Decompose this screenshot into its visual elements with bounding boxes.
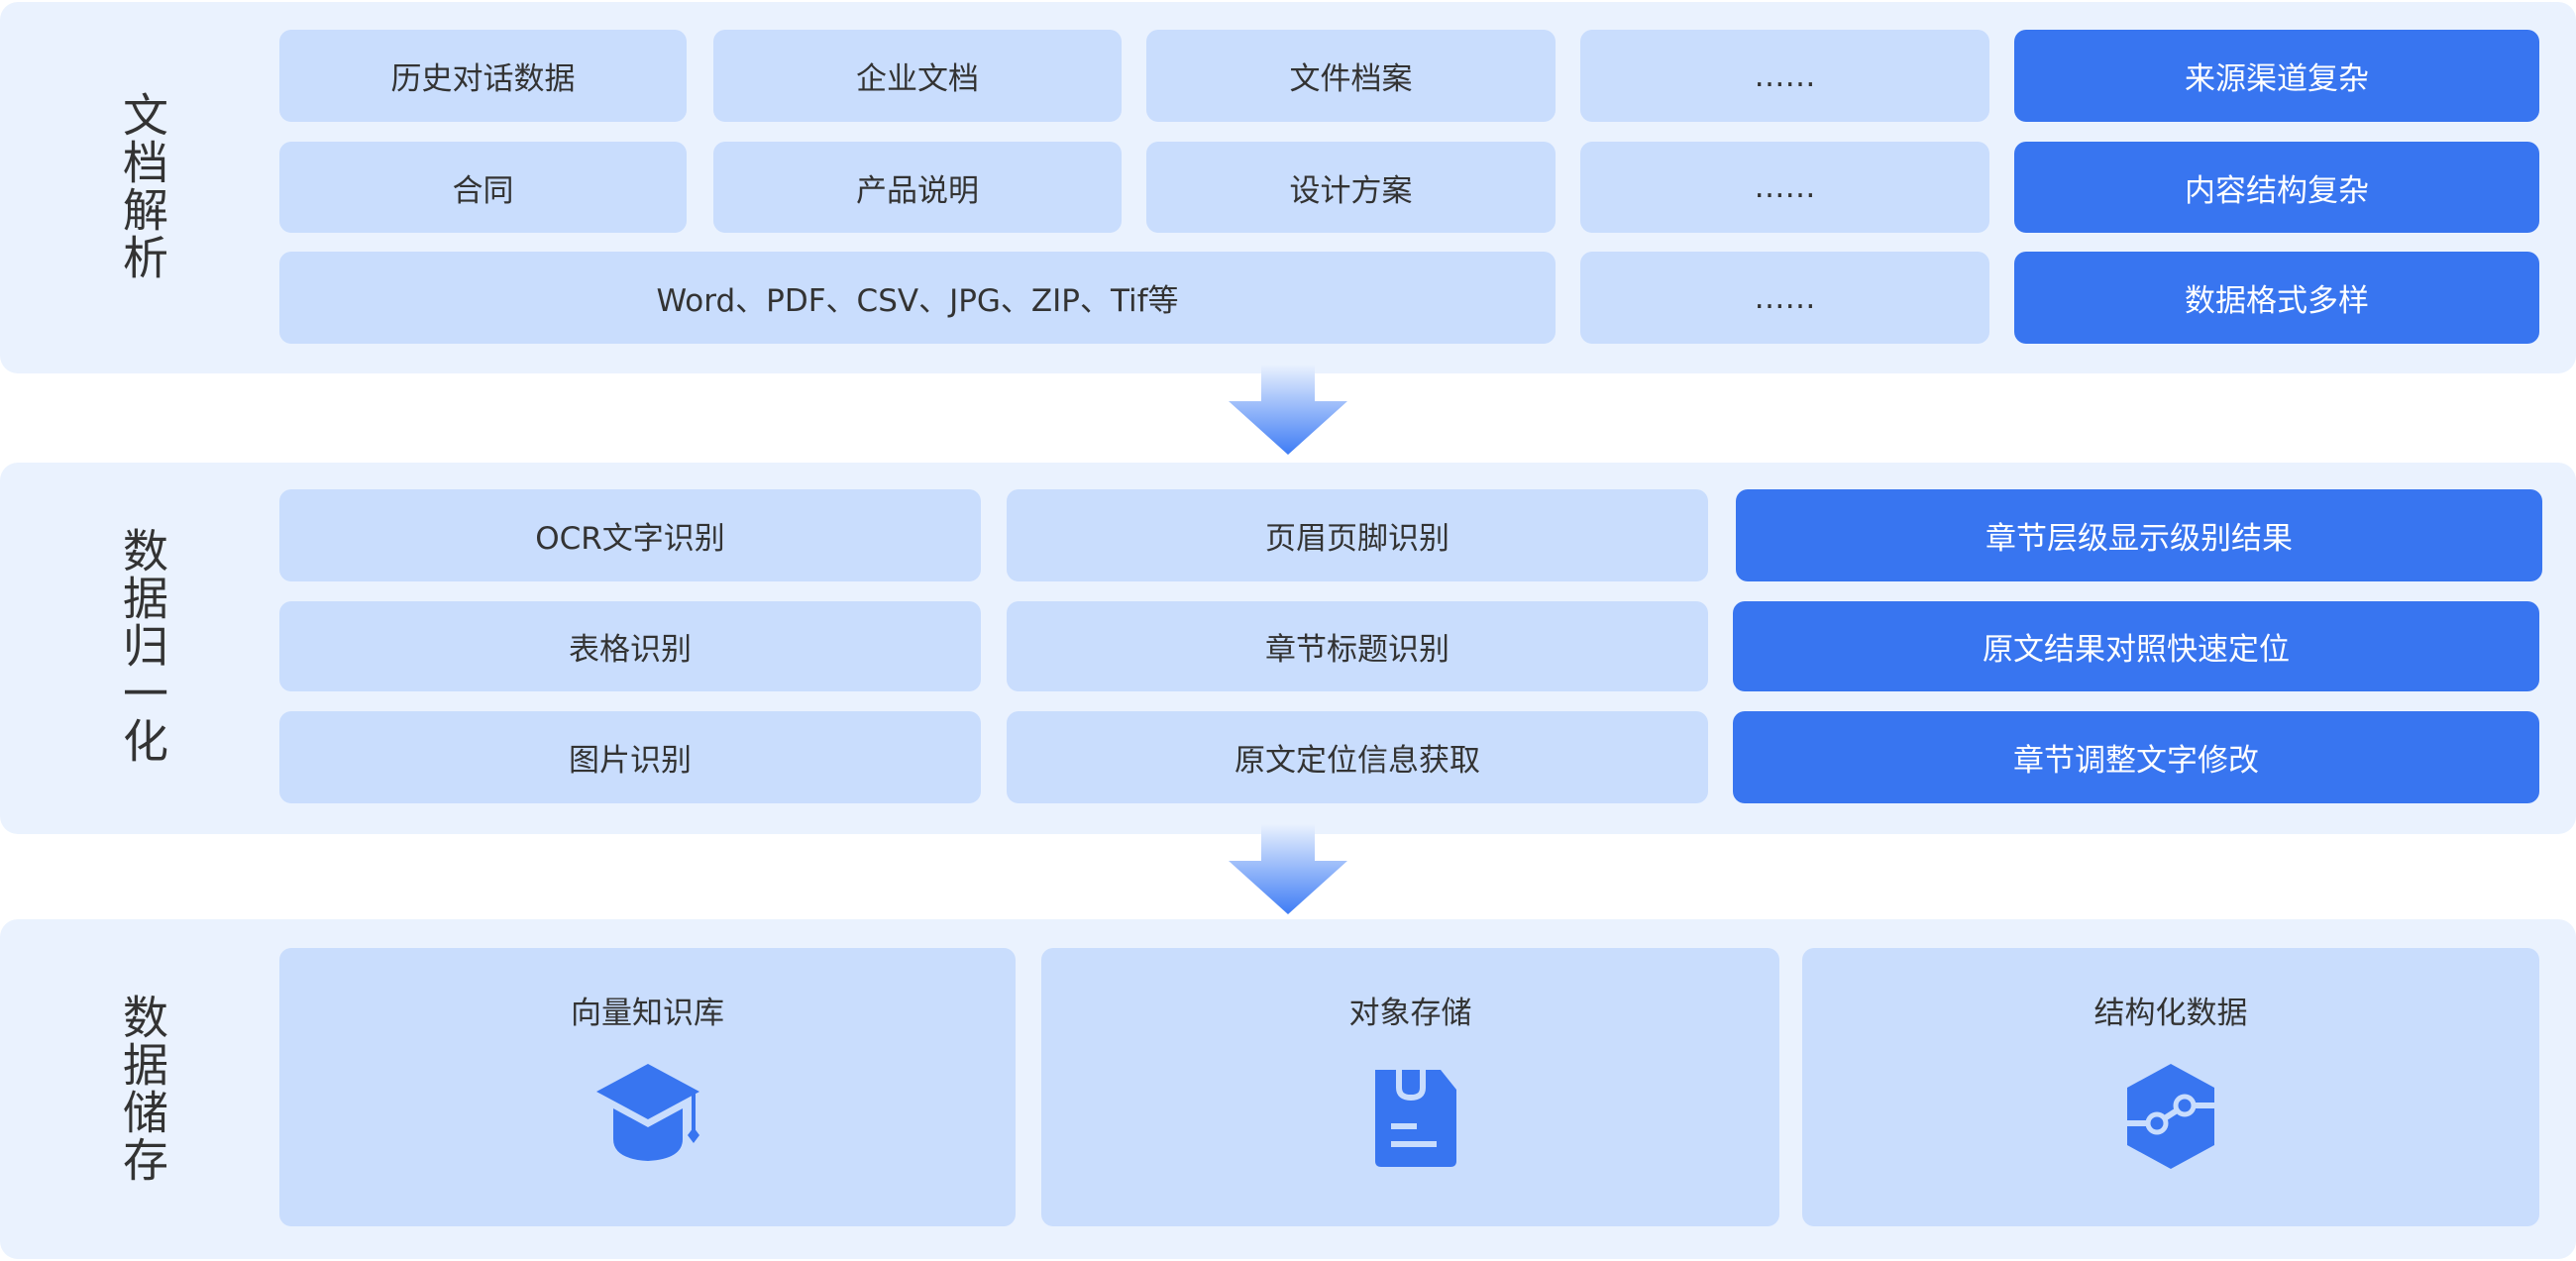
recognition-item: 图片识别 bbox=[279, 711, 981, 803]
section-label: 文档解析 bbox=[116, 91, 169, 281]
recognition-item: 表格识别 bbox=[279, 601, 981, 691]
recognition-item: 页眉页脚识别 bbox=[1007, 489, 1708, 581]
challenge-item: 来源渠道复杂 bbox=[2014, 30, 2539, 122]
doc-type-item: 产品说明 bbox=[713, 142, 1122, 233]
source-item: 历史对话数据 bbox=[279, 30, 687, 122]
source-item-more: …… bbox=[1580, 30, 1989, 122]
storage-label: 向量知识库 bbox=[571, 996, 724, 1031]
storage-card-object-storage: 对象存储 bbox=[1041, 948, 1779, 1226]
section-label: 数据储存 bbox=[116, 994, 169, 1184]
storage-label: 对象存储 bbox=[1348, 996, 1472, 1031]
doc-type-item: 合同 bbox=[279, 142, 687, 233]
graduation-cap-icon bbox=[595, 1064, 699, 1161]
challenge-item: 数据格式多样 bbox=[2014, 252, 2539, 344]
section-label: 数据归一化 bbox=[116, 527, 169, 765]
feature-item: 原文结果对照快速定位 bbox=[1733, 601, 2539, 691]
floppy-disk-icon bbox=[1374, 1070, 1456, 1167]
doc-type-item: 设计方案 bbox=[1146, 142, 1556, 233]
storage-card-structured-data: 结构化数据 bbox=[1802, 948, 2539, 1226]
feature-item: 章节调整文字修改 bbox=[1733, 711, 2539, 803]
down-arrow-icon bbox=[1229, 824, 1347, 914]
storage-label: 结构化数据 bbox=[2093, 996, 2248, 1031]
doc-type-item-more: …… bbox=[1580, 142, 1989, 233]
file-format-item: Word、PDF、CSV、JPG、ZIP、Tif等 bbox=[279, 252, 1556, 344]
recognition-item: OCR文字识别 bbox=[279, 489, 981, 581]
down-arrow-icon bbox=[1229, 365, 1347, 455]
feature-item: 章节层级显示级别结果 bbox=[1736, 489, 2542, 581]
recognition-item: 章节标题识别 bbox=[1007, 601, 1708, 691]
file-format-item-more: …… bbox=[1580, 252, 1989, 344]
challenge-item: 内容结构复杂 bbox=[2014, 142, 2539, 233]
storage-card-vector-kb: 向量知识库 bbox=[279, 948, 1016, 1226]
recognition-item: 原文定位信息获取 bbox=[1007, 711, 1708, 803]
source-item: 文件档案 bbox=[1146, 30, 1556, 122]
hexagon-link-icon bbox=[2127, 1064, 2214, 1169]
source-item: 企业文档 bbox=[713, 30, 1122, 122]
